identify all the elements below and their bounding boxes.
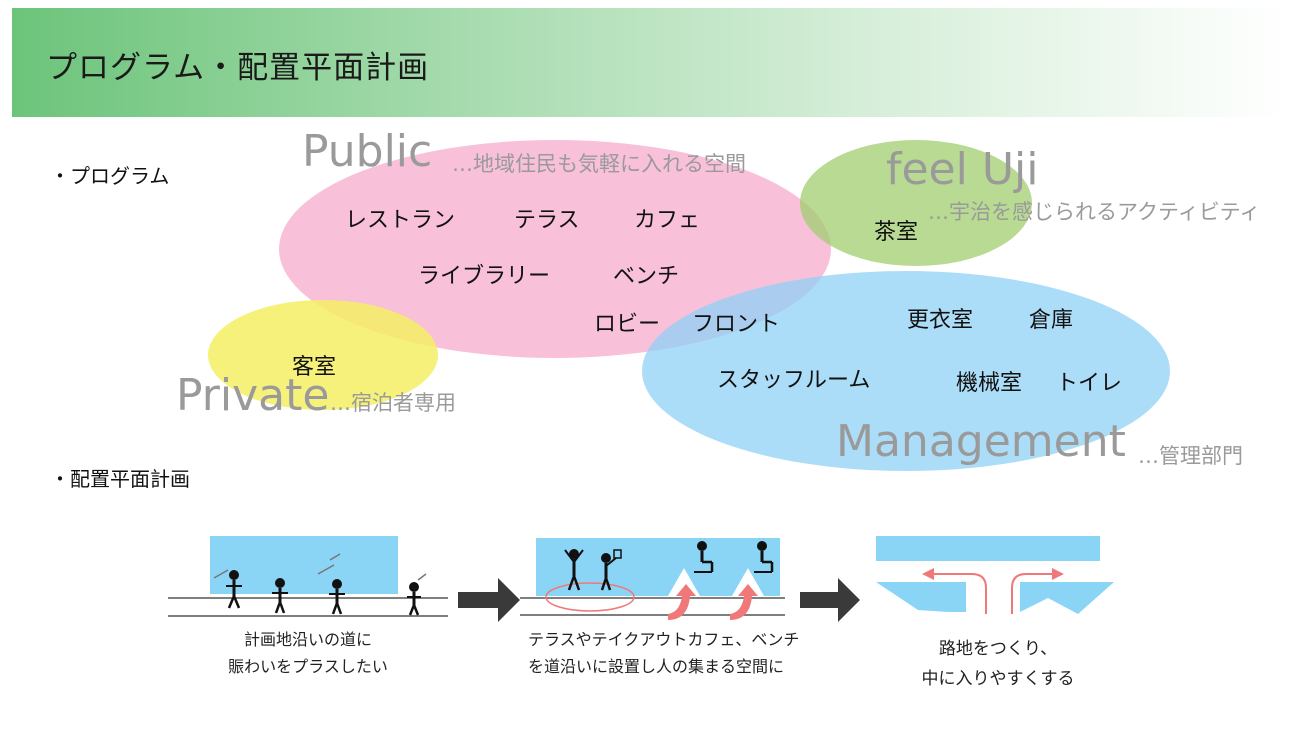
room-storage: 倉庫 <box>1029 308 1074 333</box>
seated-person-icon <box>754 541 774 573</box>
room-front: フロント <box>692 312 781 337</box>
header-banner: プログラム・配置平面計画 <box>12 8 1288 117</box>
arrow-right-icon <box>800 578 860 622</box>
gathering-circle <box>545 582 635 612</box>
step1-caption-line1: 計画地沿いの道に <box>243 630 372 649</box>
private-zone-ellipse <box>208 300 438 410</box>
curved-arrow-up-icon <box>730 584 758 620</box>
section-label-program: ・プログラム <box>50 164 170 188</box>
seated-person-icon <box>694 541 714 573</box>
person-icon <box>272 578 288 614</box>
room-guest-room: 客室 <box>292 355 337 380</box>
management-zone-label: Management <box>836 416 1126 467</box>
room-restaurant: レストラン <box>345 208 456 233</box>
step2-illustration <box>520 538 785 620</box>
person-icon <box>407 582 421 616</box>
room-cafe: カフェ <box>634 208 701 233</box>
alley-arrow-left-icon <box>934 573 987 614</box>
section-label-layout: ・配置平面計画 <box>50 467 190 491</box>
step3-caption-line2: 中に入りやすくする <box>921 669 1075 689</box>
feel-uji-zone-ellipse <box>800 140 1032 266</box>
step2-caption-line2: を道沿いに設置し人の集まる空間に <box>528 657 785 676</box>
feel-uji-zone-label: feel Uji <box>886 144 1039 195</box>
step2-caption-line1: テラスやテイクアウトカフェ、ベンチ <box>528 630 800 649</box>
public-zone-label: Public <box>302 126 433 177</box>
step3-caption: 路地をつくり、 中に入りやすくする <box>888 634 1108 694</box>
person-icon <box>329 579 345 615</box>
management-zone-ellipse <box>642 271 1170 471</box>
step3-caption-line1: 路地をつくり、 <box>938 639 1058 659</box>
step3-block-right <box>1020 582 1114 614</box>
step1-caption-line2: 賑わいをプラスしたい <box>228 657 388 676</box>
person-with-cup-icon <box>600 549 622 591</box>
room-lobby: ロビー <box>594 312 661 337</box>
step1-building <box>210 536 398 594</box>
room-bench: ベンチ <box>613 264 680 289</box>
page-title: プログラム・配置平面計画 <box>46 50 430 86</box>
step3-building-top <box>876 536 1100 561</box>
private-zone-desc: …宿泊者専用 <box>330 391 456 415</box>
step1-illustration <box>168 536 448 617</box>
alley-arrow-right-icon <box>1011 573 1052 614</box>
room-locker-room: 更衣室 <box>907 308 974 333</box>
private-zone-label: Private <box>176 370 330 421</box>
room-library: ライブラリー <box>418 264 551 289</box>
curved-arrow-up-icon <box>668 584 696 620</box>
public-zone-desc: …地域住民も気軽に入れる空間 <box>452 152 746 176</box>
person-cheering-icon <box>564 549 584 591</box>
room-terrace: テラス <box>514 208 580 233</box>
person-icon <box>226 570 242 609</box>
step2-building <box>536 538 780 596</box>
room-toilet: トイレ <box>1056 371 1123 396</box>
feel-uji-zone-desc: …宇治を感じられるアクティビティ <box>928 200 1261 224</box>
room-staff-room: スタッフルーム <box>717 368 871 393</box>
step3-illustration <box>876 536 1114 614</box>
management-zone-desc: …管理部門 <box>1138 444 1243 468</box>
step1-caption: 計画地沿いの道に 賑わいをプラスしたい <box>208 626 408 680</box>
room-tea-room: 茶室 <box>874 220 919 245</box>
room-machine-room: 機械室 <box>956 371 1023 396</box>
step2-caption: テラスやテイクアウトカフェ、ベンチ を道沿いに設置し人の集まる空間に <box>528 626 800 680</box>
arrow-right-icon <box>458 578 520 622</box>
